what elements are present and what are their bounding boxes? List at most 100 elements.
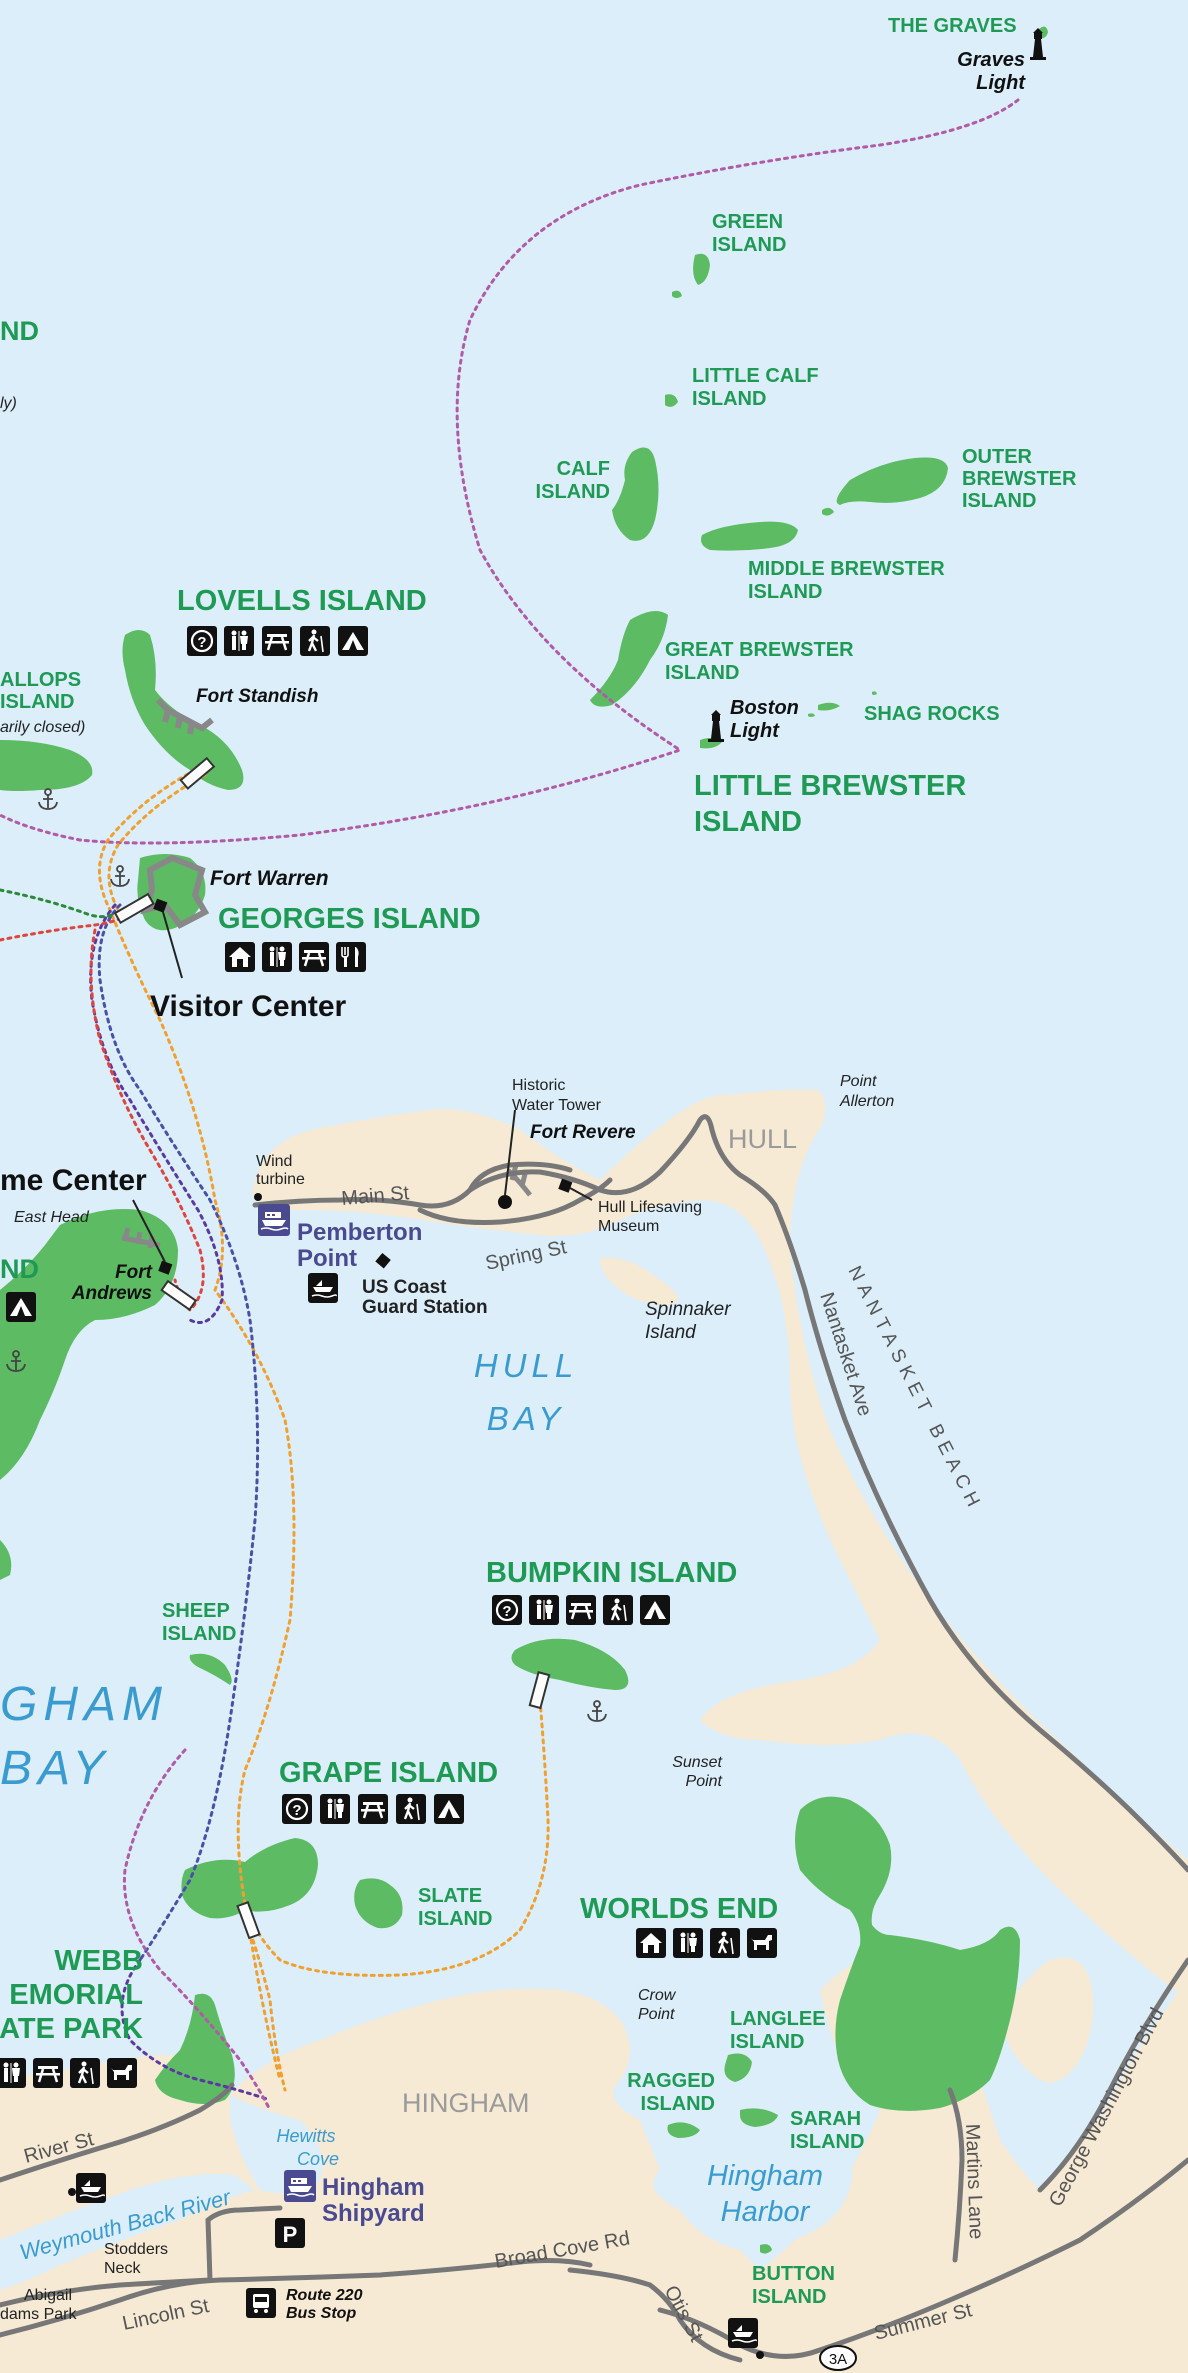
restroom-icon bbox=[673, 1928, 703, 1958]
label-spring-st: Spring St bbox=[483, 1236, 568, 1275]
label-martins-lane: Martins Lane bbox=[961, 2123, 987, 2239]
camping-icon bbox=[434, 1794, 464, 1824]
dock-grape bbox=[236, 1901, 261, 1940]
label-hingham-bay-1: GHAM bbox=[0, 1678, 168, 1731]
label-nd-top-note: ly) bbox=[0, 395, 17, 412]
info-icon bbox=[185, 624, 219, 658]
land-hingham-shore bbox=[0, 1957, 1188, 2373]
bumpkin-amenities bbox=[490, 1593, 670, 1627]
fort-andrews-structure bbox=[121, 1227, 161, 1249]
hull-lifesaving-marker bbox=[558, 1178, 573, 1193]
road-loop bbox=[467, 1161, 573, 1193]
label-hull: HULL bbox=[728, 1124, 797, 1154]
dock-georges bbox=[113, 892, 155, 925]
picnic-icon bbox=[564, 1593, 598, 1627]
pemberton-ferry-icon[interactable] bbox=[257, 1203, 291, 1237]
camping-icon bbox=[640, 1595, 670, 1625]
label-nd-mid: ND bbox=[0, 1254, 39, 1284]
label-georges-island: GEORGES ISLAND bbox=[218, 903, 481, 935]
hiking-icon bbox=[68, 2056, 102, 2090]
label-abigail-2: dams Park bbox=[0, 2306, 77, 2323]
label-langlee-2: ISLAND bbox=[730, 2031, 804, 2053]
label-point-allerton-2: Allerton bbox=[839, 1093, 894, 1110]
label-east-head: East Head bbox=[14, 1209, 90, 1226]
label-fort-andrews-1: Fort bbox=[115, 1262, 153, 1283]
restroom-icon bbox=[320, 1794, 350, 1824]
restroom-icon bbox=[0, 2058, 26, 2088]
label-graves-light-2: Light bbox=[976, 72, 1026, 94]
label-hull-lifesaving-2: Museum bbox=[598, 1218, 659, 1235]
label-pemberton-2[interactable]: Point bbox=[297, 1245, 357, 1272]
island-slate bbox=[354, 1878, 403, 1929]
label-grape-island: GRAPE ISLAND bbox=[279, 1757, 498, 1789]
boston-lighthouse-icon bbox=[708, 710, 724, 742]
road-george-washington-blvd bbox=[1037, 1957, 1188, 2193]
label-outer-brewster-2: BREWSTER bbox=[962, 468, 1077, 490]
road-lincoln-st bbox=[0, 2277, 213, 2308]
island-webb bbox=[155, 1993, 235, 2104]
island-great-brewster bbox=[590, 611, 668, 707]
hingham-harbor-water bbox=[640, 2106, 853, 2250]
label-little-brewster-1: LITTLE BREWSTER bbox=[694, 770, 966, 802]
label-visitor-center: Visitor Center bbox=[150, 990, 346, 1023]
label-sheep-1: SHEEP bbox=[162, 1600, 230, 1622]
label-hingham-shipyard-1[interactable]: Hingham bbox=[322, 2174, 425, 2201]
label-hingham-shipyard-2[interactable]: Shipyard bbox=[322, 2200, 425, 2227]
route-purple-hingham bbox=[120, 1958, 272, 2102]
road-broad-cove-rd bbox=[0, 2258, 593, 2338]
label-sheep-2: ISLAND bbox=[162, 1623, 236, 1645]
label-webb-1: WEBB bbox=[54, 1945, 143, 1977]
label-hingham-bay-2: BAY bbox=[0, 1742, 110, 1795]
fort-standish-structure bbox=[155, 697, 214, 735]
label-middle-brewster-1: MIDDLE BREWSTER bbox=[748, 558, 945, 580]
label-the-graves: THE GRAVES bbox=[888, 15, 1017, 37]
island-worlds-end-east bbox=[940, 1952, 1004, 2004]
road-river-st bbox=[0, 2082, 235, 2183]
label-little-calf-2: ISLAND bbox=[692, 388, 766, 410]
label-green-island-1: GREEN bbox=[712, 211, 783, 233]
picnic-icon bbox=[297, 940, 331, 974]
river-st-marker bbox=[68, 2188, 76, 2196]
label-little-brewster-2: ISLAND bbox=[694, 806, 802, 838]
island-middle-brewster bbox=[701, 521, 798, 551]
label-green-island-2: ISLAND bbox=[712, 234, 786, 256]
island-lovells bbox=[122, 630, 244, 790]
dock-fort-andrews bbox=[160, 1279, 198, 1312]
island-sarah bbox=[740, 2108, 778, 2127]
visitor-center-leader bbox=[162, 911, 183, 979]
island-sheep bbox=[189, 1653, 232, 1685]
camping-icon bbox=[6, 1292, 36, 1322]
label-fort-warren: Fort Warren bbox=[210, 867, 329, 890]
label-fort-revere: Fort Revere bbox=[530, 1122, 636, 1143]
land-hull-peninsula bbox=[252, 1089, 1188, 2000]
label-slate-1: SLATE bbox=[418, 1885, 482, 1907]
label-hingham-harbor-2: Harbor bbox=[721, 2196, 811, 2228]
hingham-shipyard-ferry-icon[interactable] bbox=[283, 2169, 317, 2203]
picnic-icon bbox=[356, 1792, 390, 1826]
picnic-icon bbox=[260, 624, 294, 658]
welcome-center-leader bbox=[132, 1199, 166, 1263]
label-worlds-end: WORLDS END bbox=[580, 1893, 778, 1925]
label-pemberton-1[interactable]: Pemberton bbox=[297, 1219, 422, 1246]
label-fort-standish: Fort Standish bbox=[196, 686, 318, 707]
label-spinnaker-2: Island bbox=[645, 1322, 697, 1343]
hiking-icon bbox=[601, 1593, 635, 1627]
hiking-icon bbox=[708, 1926, 742, 1960]
label-sarah-1: SARAH bbox=[790, 2108, 861, 2130]
label-hull-bay-1: HULL bbox=[474, 1347, 578, 1384]
label-boston-light-1: Boston bbox=[730, 697, 799, 719]
worlds-end-amenities bbox=[636, 1926, 777, 1960]
label-button-1: BUTTON bbox=[752, 2263, 835, 2285]
georges-amenities bbox=[225, 940, 367, 974]
anchor-icon bbox=[110, 865, 130, 887]
road-martins-lane bbox=[947, 2087, 965, 2263]
label-sunset-point-2: Point bbox=[686, 1773, 723, 1790]
land-west-edge bbox=[0, 2095, 70, 2250]
summer-st-marker bbox=[756, 2351, 764, 2359]
route-green bbox=[0, 888, 122, 919]
food-icon bbox=[335, 941, 367, 973]
island-georges bbox=[137, 854, 206, 931]
label-little-calf-1: LITTLE CALF bbox=[692, 365, 819, 387]
label-gallops-1: ALLOPS bbox=[0, 669, 81, 691]
